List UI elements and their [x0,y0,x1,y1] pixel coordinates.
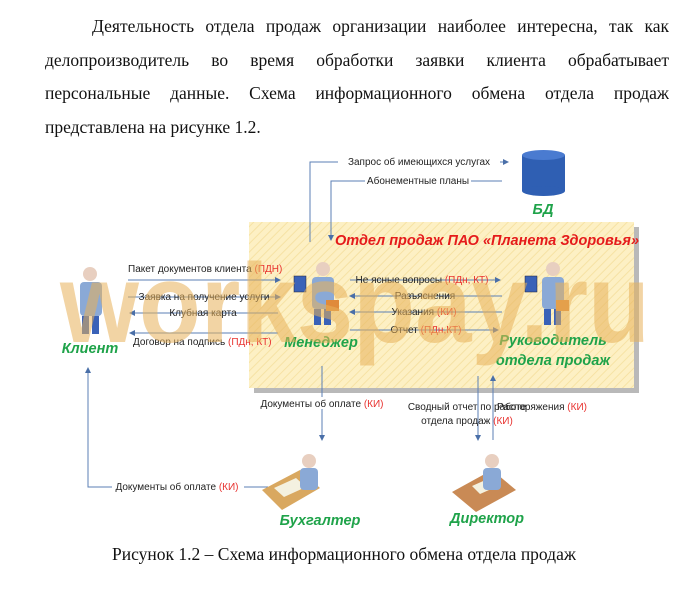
watermark: workspay.ru [59,241,650,366]
director-label: Директор [448,511,524,527]
explanations-label: Разъяснения [395,291,455,302]
db-plans-label: Абонементные планы [367,175,469,187]
orders-label: Распоряжения (КИ) [497,402,587,413]
head-of-sales-label-line2: отдела продаж [496,353,611,369]
payment-docs-mgr-label: Документы об оплате (КИ) [260,398,383,410]
client-figure-icon [80,267,102,334]
department-title: Отдел продаж ПАО «Планета Здоровья» [335,233,639,249]
head-of-sales-figure-icon [524,262,569,325]
director-figure-icon [452,454,516,512]
questions-label: Не ясные вопросы (ПДн, КТ) [356,275,489,286]
database-icon [522,150,565,196]
body-paragraph: Деятельность отдела продаж организации н… [45,16,669,137]
report-label: Отчет (ПДн,КТ) [390,325,461,336]
payment-docs-client-arrow [85,367,268,488]
summary-label-line2: отдела продаж (КИ) [421,416,513,427]
head-of-sales-label-line1: Руководитель [499,333,607,349]
client-label: Клиент [62,341,119,357]
accountant-label: Бухгалтер [280,513,361,529]
manager-label: Менеджер [284,335,358,351]
instructions-label: Указания (КИ) [391,307,456,318]
db-request-label: Запрос об имеющихся услугах [348,156,490,168]
figure-caption: Рисунок 1.2 – Схема информационного обме… [112,544,576,564]
service-request-label: Заявка на получение услуги [139,292,270,303]
client-docs-label: Пакет документов клиента (ПДН) [128,264,282,275]
club-card-label: Клубная карта [169,307,237,319]
manager-figure-icon [293,262,339,325]
payment-docs-client-label: Документы об оплате (КИ) [115,481,238,493]
accountant-figure-icon [262,454,320,510]
contract-label: Договор на подпись (ПДн, КТ) [133,337,272,348]
summary-label-line1: Сводный отчет по работе [408,401,527,413]
db-label: БД [533,202,554,218]
